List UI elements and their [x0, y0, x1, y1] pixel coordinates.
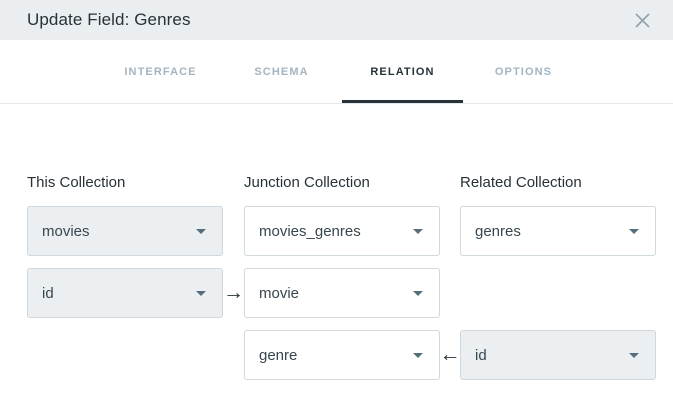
this-field-value: id — [42, 284, 54, 302]
related-collection-select[interactable]: genres — [460, 206, 656, 256]
related-field-value: id — [475, 346, 487, 364]
dropdown-caret-icon — [413, 352, 423, 358]
related-field-select[interactable]: id — [460, 330, 656, 380]
tab-bar: INTERFACE SCHEMA RELATION OPTIONS — [0, 40, 673, 104]
dialog-title: Update Field: Genres — [27, 10, 191, 29]
this-field-select[interactable]: id — [27, 268, 223, 318]
heading-related-collection: Related Collection — [460, 174, 582, 191]
dropdown-caret-icon — [629, 228, 639, 234]
dropdown-caret-icon — [413, 228, 423, 234]
dropdown-caret-icon — [413, 290, 423, 296]
junction-field-genre-value: genre — [259, 346, 298, 364]
this-collection-select[interactable]: movies — [27, 206, 223, 256]
junction-field-movie-select[interactable]: movie — [244, 268, 440, 318]
relation-form: This Collection Junction Collection Rela… — [27, 174, 673, 380]
tab-interface[interactable]: INTERFACE — [124, 65, 197, 78]
junction-collection-value: movies_genres — [259, 222, 361, 240]
tab-schema[interactable]: SCHEMA — [254, 65, 309, 78]
junction-field-movie-value: movie — [259, 284, 300, 302]
arrow-right-icon: → — [223, 281, 244, 304]
junction-collection-select[interactable]: movies_genres — [244, 206, 440, 256]
dropdown-caret-icon — [196, 290, 206, 296]
this-collection-value: movies — [42, 222, 90, 240]
heading-this-collection: This Collection — [27, 174, 126, 191]
close-icon — [634, 12, 651, 29]
dropdown-caret-icon — [196, 228, 206, 234]
tab-options[interactable]: OPTIONS — [494, 65, 553, 78]
dropdown-caret-icon — [629, 352, 639, 358]
junction-field-genre-select[interactable]: genre — [244, 330, 440, 380]
dialog-header: Update Field: Genres — [0, 0, 673, 40]
arrow-left-icon: ← — [439, 343, 461, 366]
update-field-dialog: Update Field: Genres INTERFACE SCHEMA RE… — [0, 0, 673, 380]
heading-junction-collection: Junction Collection — [244, 174, 370, 191]
related-collection-value: genres — [475, 222, 521, 240]
close-button[interactable] — [632, 10, 653, 31]
tab-relation[interactable]: RELATION — [342, 40, 463, 103]
